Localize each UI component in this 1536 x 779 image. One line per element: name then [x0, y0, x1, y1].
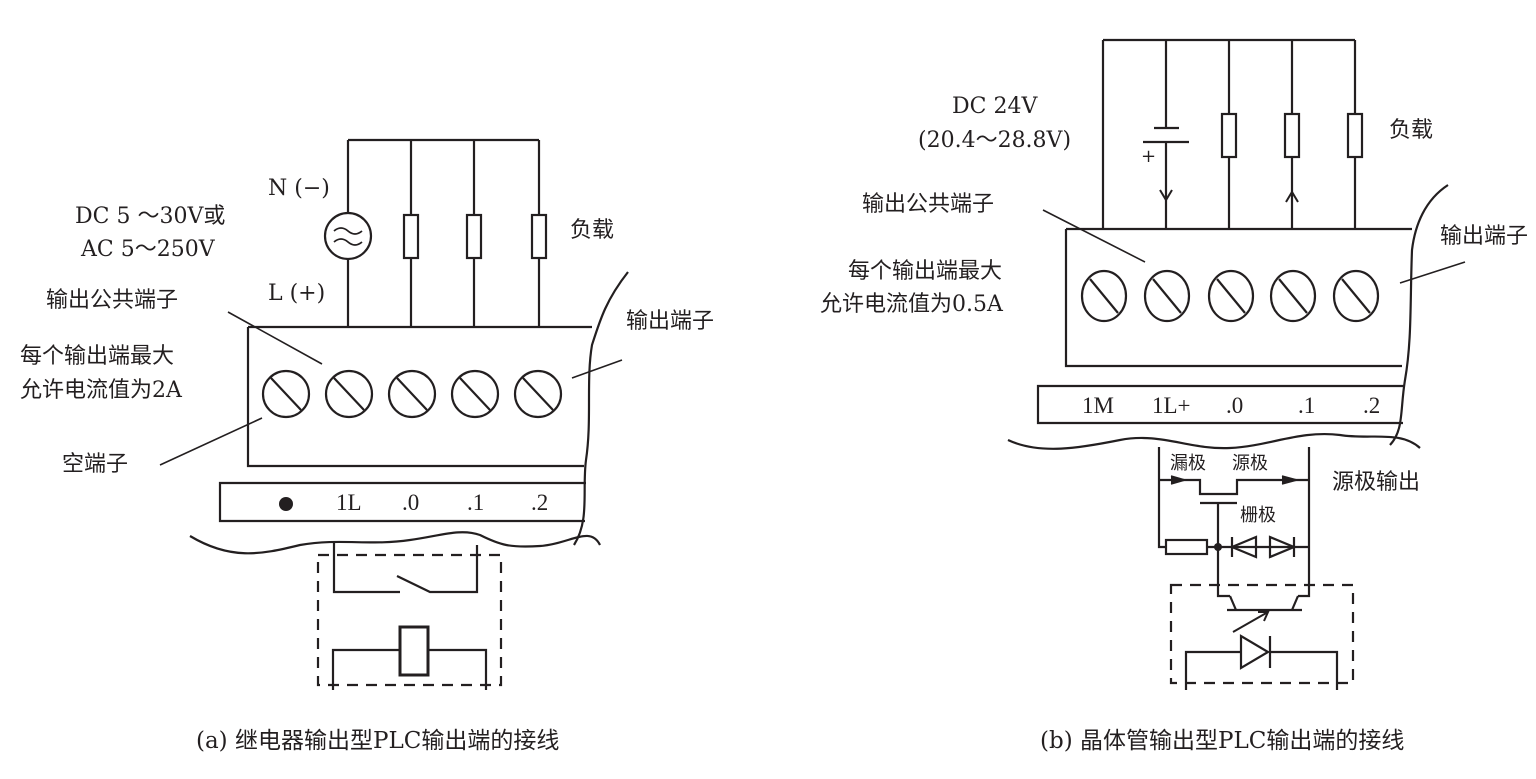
strip-b-1M: 1M — [1082, 393, 1114, 418]
relay-coil-icon — [331, 625, 488, 690]
label-strip-a — [218, 481, 586, 523]
strip-a-1: .1 — [467, 490, 485, 515]
common-terminal-label-b: 输出公共端子 — [862, 192, 995, 217]
relay-enclosure-a — [316, 553, 503, 687]
optocoupler-enclosure-b — [1169, 583, 1355, 685]
source-output-label: 源极输出 — [1332, 470, 1421, 495]
screw-terminals-a — [261, 369, 563, 419]
mosfet-circuit-icon — [1157, 447, 1311, 598]
caption-b: (b) 晶体管输出型PLC输出端的接线 — [1040, 728, 1405, 754]
empty-terminal-dot — [279, 497, 293, 511]
strip-b-0: .0 — [1226, 393, 1244, 418]
load-resistors-a — [402, 140, 548, 327]
supply-label-b-line2: (20.4～28.8V) — [918, 128, 1072, 153]
strip-a-2: .2 — [531, 490, 549, 515]
diagram-b — [1007, 38, 1466, 690]
caption-a: (a) 继电器输出型PLC输出端的接线 — [196, 728, 560, 754]
dc-battery-icon — [1143, 40, 1189, 229]
gate-label: 栅极 — [1240, 505, 1276, 526]
strip-b-1L+: 1L+ — [1152, 393, 1191, 418]
max-current-label-a-line1: 每个输出端最大 — [20, 344, 175, 369]
strip-b-1: .1 — [1298, 393, 1316, 418]
max-current-label-a-line2: 允许电流值为2A — [20, 378, 182, 403]
max-current-label-b-line1: 每个输出端最大 — [848, 259, 1003, 284]
drain-label: 漏极 — [1170, 453, 1206, 474]
empty-terminal-label: 空端子 — [62, 452, 129, 477]
screw-terminals-b — [1080, 269, 1380, 323]
terminal-block-a — [246, 325, 592, 468]
strip-a-0: .0 — [402, 490, 420, 515]
optocoupler-icon — [1184, 595, 1339, 690]
break-line-right-a — [573, 271, 629, 546]
common-terminal-label-a: 输出公共端子 — [46, 288, 179, 313]
break-line-bottom-a — [189, 531, 601, 555]
break-line-right-b — [1389, 184, 1449, 446]
strip-b-2: .2 — [1363, 393, 1381, 418]
strip-a-1L: 1L — [336, 490, 362, 515]
relay-contact-icon — [332, 543, 479, 594]
n-label: N (−) — [268, 176, 330, 201]
load-label-a: 负载 — [570, 218, 615, 243]
break-line-bottom-b — [1007, 433, 1421, 450]
battery-plus-label: + — [1141, 146, 1157, 167]
output-terminal-label-b: 输出端子 — [1440, 224, 1529, 249]
supply-label-a-line1: DC 5 ～30V或 — [75, 204, 226, 229]
source-label: 源极 — [1232, 453, 1268, 474]
diagram-a — [159, 138, 629, 690]
leader-lines-a — [159, 311, 623, 466]
leader-lines-b — [1042, 209, 1466, 284]
load-label-b: 负载 — [1389, 118, 1434, 143]
l-label: L (+) — [268, 281, 326, 306]
ac-source-icon — [323, 211, 373, 261]
output-terminal-label-a: 输出端子 — [626, 309, 715, 334]
supply-label-b-line1: DC 24V — [952, 94, 1038, 119]
load-resistors-b — [1220, 40, 1364, 229]
supply-label-a-line2: AC 5～250V — [81, 237, 215, 262]
terminal-block-b — [1064, 227, 1412, 368]
label-strip-b — [1036, 384, 1404, 425]
max-current-label-b-line2: 允许电流值为0.5A — [820, 292, 1003, 317]
